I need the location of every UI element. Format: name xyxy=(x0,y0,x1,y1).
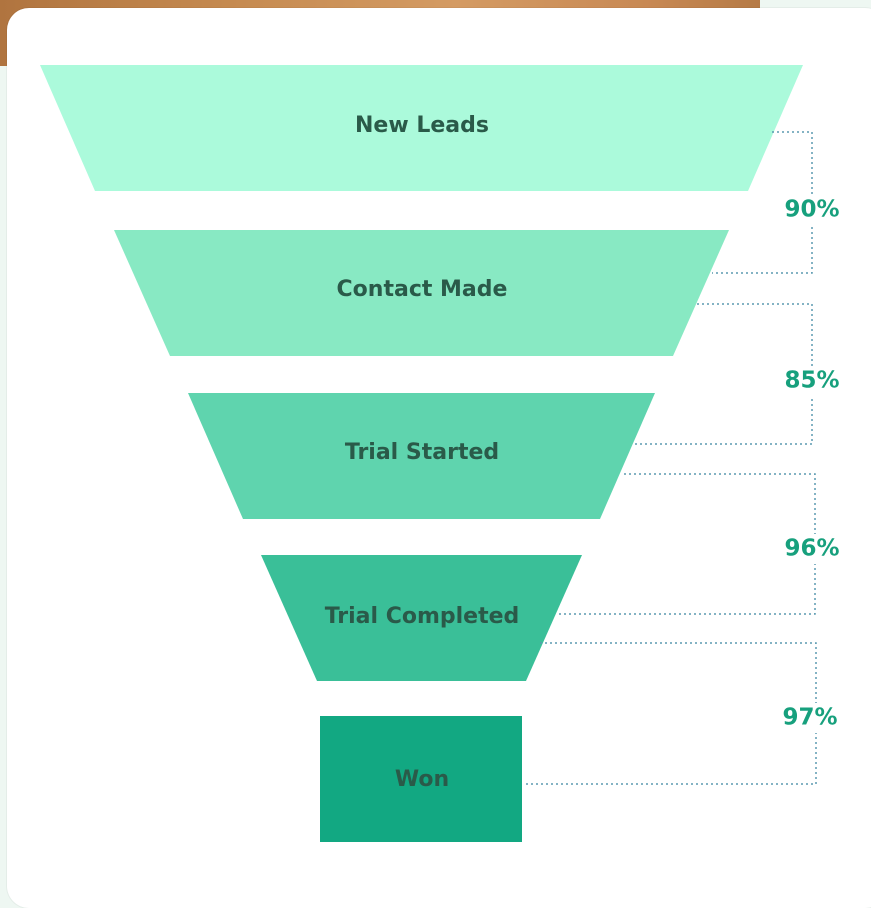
stage-trial-started: Trial Started xyxy=(188,393,655,519)
stage-new-leads-label: New Leads xyxy=(355,113,489,138)
stage-trial-completed-label: Trial Completed xyxy=(325,604,520,629)
stage-trial-completed: Trial Completed xyxy=(261,555,582,681)
conversion-4: 97% xyxy=(524,642,848,785)
stage-new-leads: New Leads xyxy=(40,65,803,191)
stage-trial-completed-shape xyxy=(261,555,582,681)
conversion-3: 96% xyxy=(556,473,852,615)
stage-new-leads-shape xyxy=(40,65,803,191)
conversion-1: 90% xyxy=(712,131,848,274)
conversion-4-bracket xyxy=(524,642,817,785)
conversion-2: 85% xyxy=(632,303,848,445)
stage-trial-started-shape xyxy=(188,393,655,519)
conversion-1-rate: 90% xyxy=(784,197,839,223)
stage-won: Won xyxy=(320,716,522,842)
stage-won-shape xyxy=(320,716,522,842)
conversion-3-rate: 96% xyxy=(784,536,839,562)
stage-contact-made-label: Contact Made xyxy=(337,277,508,302)
conversion-2-rate: 85% xyxy=(784,368,839,394)
stage-contact-made-shape xyxy=(114,230,729,356)
stage-contact-made: Contact Made xyxy=(114,230,729,356)
conversion-4-rate: 97% xyxy=(782,705,837,731)
stage-won-label: Won xyxy=(395,767,449,792)
stage-trial-started-label: Trial Started xyxy=(345,440,499,465)
